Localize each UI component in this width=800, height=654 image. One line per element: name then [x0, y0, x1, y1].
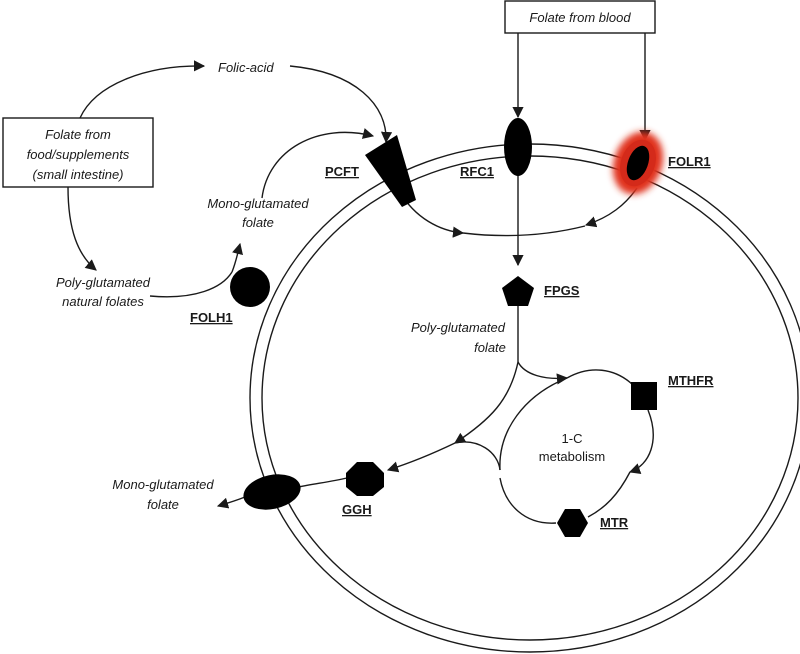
- arrow-poly-natural-to-folh1: [149, 271, 233, 298]
- cell-membrane: [249, 143, 800, 653]
- label-poly-folate-1: Poly-glutamated: [411, 320, 506, 335]
- arrow-export-out: [216, 496, 246, 509]
- label-mthfr: MTHFR: [668, 373, 714, 388]
- box-food-line1: Folate from: [45, 127, 111, 142]
- label-1c-line2: metabolism: [539, 449, 605, 464]
- fpgs-enzyme-icon: [502, 276, 534, 306]
- folh1-enzyme-icon: [230, 267, 270, 307]
- box-folate-from-blood: Folate from blood: [504, 0, 656, 34]
- box-folate-from-food: Folate from food/supplements (small inte…: [2, 117, 154, 188]
- arrow-cycle-branch: [454, 441, 501, 471]
- arrow-mono-to-pcft: [261, 128, 375, 199]
- label-1c-line1: 1-C: [562, 431, 583, 446]
- arrow-folic-acid-to-pcft: [289, 65, 393, 144]
- pathway-arrows: [67, 33, 651, 509]
- arrow-to-1c-cycle: [517, 361, 569, 385]
- one-carbon-cycle: [499, 369, 654, 524]
- protein-shapes: [230, 118, 664, 537]
- label-folr1: FOLR1: [668, 154, 711, 169]
- label-pcft: PCFT: [325, 164, 359, 179]
- label-folh1: FOLH1: [190, 310, 233, 325]
- label-mono-glutamated-in-2: folate: [242, 215, 274, 230]
- mthfr-enzyme-icon: [631, 382, 657, 410]
- cycle-right-lower: [587, 471, 631, 518]
- label-rfc1: RFC1: [460, 164, 494, 179]
- cycle-mtr-back: [499, 477, 557, 524]
- ggh-enzyme-icon: [346, 462, 384, 496]
- pcft-transporter-icon: [365, 135, 416, 207]
- cycle-mthfr-to-mtr: [628, 409, 654, 474]
- box-folate-from-blood-label: Folate from blood: [529, 10, 631, 25]
- label-poly-natural-1: Poly-glutamated: [56, 275, 151, 290]
- label-poly-folate-2: folate: [474, 340, 506, 355]
- cycle-left-upper: [499, 377, 568, 471]
- box-food-line3: (small intestine): [32, 167, 123, 182]
- label-mono-glutamated-out-1: Mono-glutamated: [112, 477, 214, 492]
- cell-membrane-inner: [261, 155, 799, 641]
- arrow-to-ggh: [454, 361, 519, 444]
- folate-exporter-icon: [243, 474, 301, 510]
- arrow-pcft-rfc1-merge: [462, 225, 586, 237]
- label-fpgs: FPGS: [544, 283, 580, 298]
- label-mono-glutamated-in-1: Mono-glutamated: [207, 196, 309, 211]
- arrow-ggh-to-exporter: [298, 477, 348, 488]
- arrow-folh1-to-mono: [231, 242, 243, 273]
- label-folic-acid: Folic-acid: [218, 60, 274, 75]
- arrow-food-to-poly-natural: [67, 186, 97, 271]
- label-poly-natural-2: natural folates: [62, 294, 144, 309]
- label-mono-glutamated-out-2: folate: [147, 497, 179, 512]
- cycle-top-to-mthfr: [566, 369, 634, 386]
- label-ggh: GGH: [342, 502, 372, 517]
- mtr-enzyme-icon: [557, 509, 588, 537]
- arrow-to-ggh-head: [386, 442, 456, 473]
- box-food-line2: food/supplements: [27, 147, 130, 162]
- cell-membrane-outer: [249, 143, 800, 653]
- label-mtr: MTR: [600, 515, 629, 530]
- arrow-food-to-folic-acid: [79, 60, 206, 119]
- rfc1-carrier-icon: [504, 118, 532, 176]
- folr1-receptor-icon: [612, 131, 664, 195]
